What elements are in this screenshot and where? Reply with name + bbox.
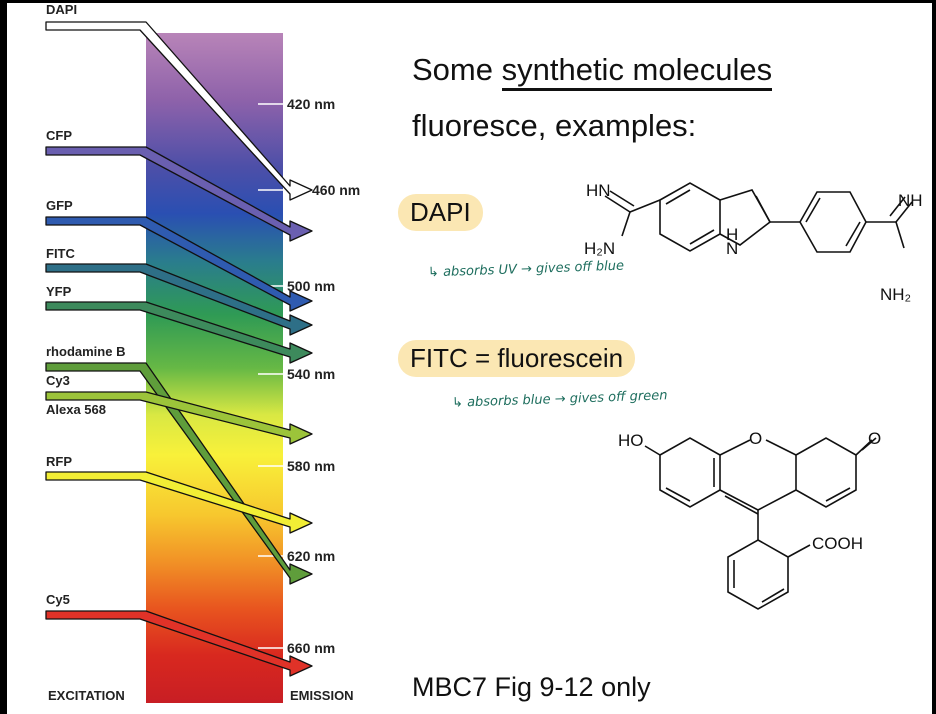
- dye-label: RFP: [46, 454, 72, 469]
- slide-title-line1: Some synthetic molecules: [412, 52, 773, 91]
- dye-label: FITC: [46, 246, 75, 261]
- wavelength-label: 460 nm: [312, 182, 360, 198]
- title-prefix: Some: [412, 52, 502, 87]
- dye-arrow: [45, 391, 313, 445]
- dye-arrow: [45, 471, 313, 534]
- wavelength-label: 420 nm: [287, 96, 335, 112]
- dye-label: Alexa 568: [46, 402, 106, 417]
- dye-arrow: [45, 21, 313, 201]
- wavelength-label: 500 nm: [287, 278, 335, 294]
- dye-arrow: [45, 216, 313, 312]
- spectrum-bar: [146, 33, 283, 703]
- slide-title-line2: fluoresce, examples:: [412, 108, 697, 143]
- wavelength-label: 540 nm: [287, 366, 335, 382]
- dye-arrow: [45, 610, 313, 677]
- dapi-highlight-label: DAPI: [398, 194, 483, 231]
- dye-label: GFP: [46, 198, 73, 213]
- fitc-highlight-label: FITC = fluorescein: [398, 340, 636, 377]
- dye-label: Cy5: [46, 592, 70, 607]
- dye-arrow: [45, 301, 313, 364]
- wavelength-label: 620 nm: [287, 548, 335, 564]
- title-underlined: synthetic molecules: [501, 52, 773, 91]
- dye-label: CFP: [46, 128, 72, 143]
- dye-label: DAPI: [46, 2, 77, 17]
- wavelength-label: 660 nm: [287, 640, 335, 656]
- dye-label: YFP: [46, 284, 72, 299]
- dye-arrow: [45, 263, 313, 336]
- dye-arrow: [45, 146, 313, 242]
- excitation-label: EXCITATION: [48, 688, 125, 703]
- dye-label: Cy3: [46, 373, 70, 388]
- fluorescence-spectrum-figure: 420 nm 460 nm 500 nm 540 nm 580 nm 620 nm 660 …: [45, 2, 360, 703]
- figure-reference: MBC7 Fig 9-12 only: [412, 672, 651, 702]
- emission-label: EMISSION: [290, 688, 354, 703]
- dye-label: rhodamine B: [46, 344, 125, 359]
- wavelength-label: 580 nm: [287, 458, 335, 474]
- dye-arrow: [45, 362, 313, 585]
